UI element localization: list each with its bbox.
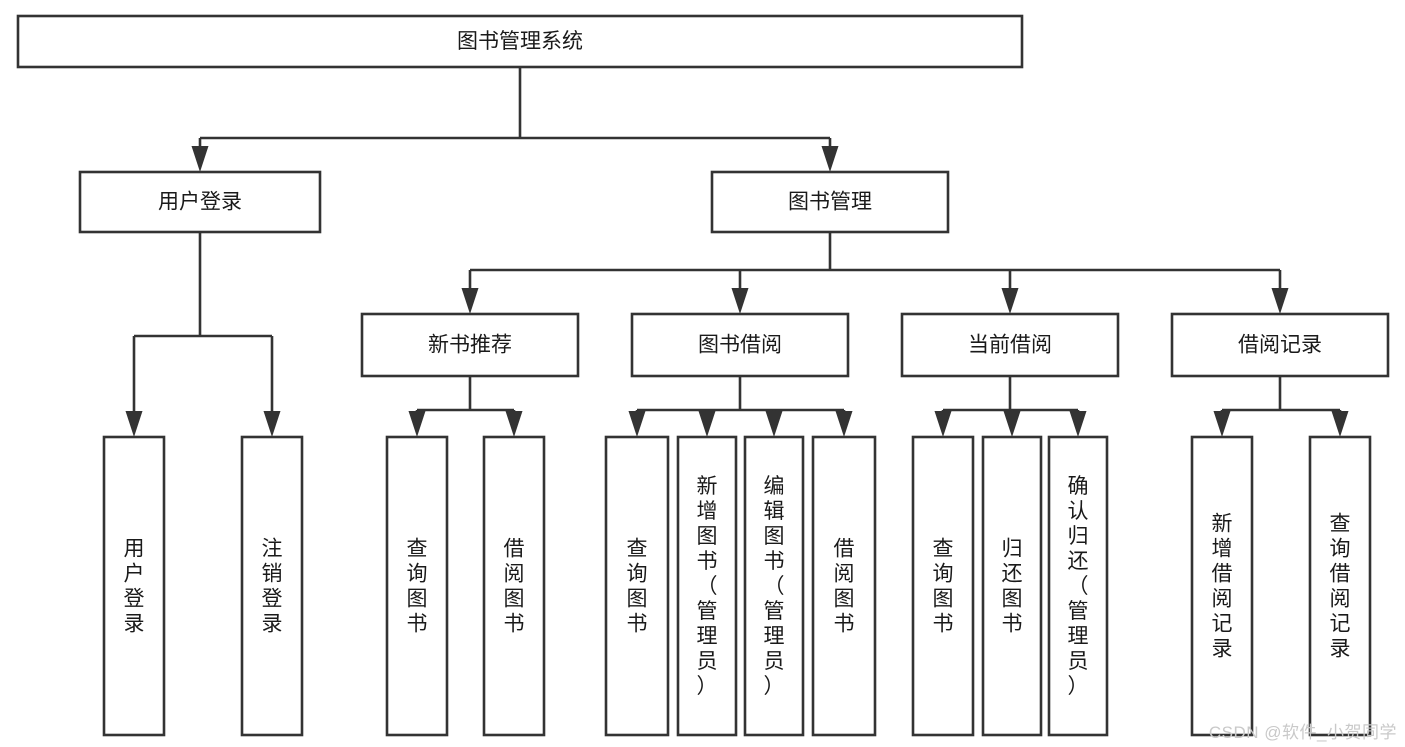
root-node[interactable]: 图书管理系统 — [16, 14, 1024, 69]
arrow-head-icon — [1069, 411, 1087, 437]
level2-node-1-box[interactable] — [710, 170, 950, 234]
connector-group — [628, 376, 853, 437]
arrow-head-icon — [835, 411, 853, 437]
level2-node-1[interactable]: 图书管理 — [710, 170, 950, 234]
leaf-node-10-label: 确认归还（管理员） — [1068, 475, 1089, 698]
level3-node-1-box[interactable] — [630, 312, 850, 378]
leaf-node-10[interactable]: 确认归还（管理员） — [1047, 435, 1109, 737]
leaf-node-4[interactable]: 查询图书 — [604, 435, 670, 737]
leaf-node-4-label: 查询图书 — [627, 538, 648, 636]
leaf-node-5-label: 新增图书（管理员） — [697, 475, 718, 698]
level3-node-1[interactable]: 图书借阅 — [630, 312, 850, 378]
level3-node-0-label: 新书推荐 — [428, 334, 512, 357]
arrow-head-icon — [263, 411, 281, 437]
arrow-head-icon — [698, 411, 716, 437]
connector-group — [461, 232, 1289, 314]
connector-group — [934, 376, 1087, 437]
root-node-box[interactable] — [16, 14, 1024, 69]
leaf-node-8[interactable]: 查询图书 — [911, 435, 975, 737]
leaf-node-1[interactable]: 注销登录 — [240, 435, 304, 737]
leaf-node-1-label: 注销登录 — [262, 538, 283, 636]
leaf-node-12-label: 查询借阅记录 — [1330, 513, 1351, 661]
leaf-node-8-label: 查询图书 — [933, 538, 954, 636]
arrow-head-icon — [1213, 411, 1231, 437]
leaf-node-0[interactable]: 用户登录 — [102, 435, 166, 737]
arrow-head-icon — [125, 411, 143, 437]
leaf-node-12[interactable]: 查询借阅记录 — [1308, 435, 1372, 737]
arrow-head-icon — [461, 288, 479, 314]
connector-group — [1213, 376, 1349, 437]
leaf-node-5[interactable]: 新增图书（管理员） — [676, 435, 738, 737]
node-layer: 图书管理系统用户登录图书管理新书推荐图书借阅当前借阅借阅记录用户登录注销登录查询… — [16, 14, 1390, 737]
connector-group — [125, 232, 281, 437]
arrow-head-icon — [1271, 288, 1289, 314]
leaf-node-7[interactable]: 借阅图书 — [811, 435, 877, 737]
leaf-node-7-label: 借阅图书 — [834, 538, 855, 636]
level3-node-2-box[interactable] — [900, 312, 1120, 378]
leaf-node-9[interactable]: 归还图书 — [981, 435, 1043, 737]
leaf-node-1-box[interactable] — [240, 435, 304, 737]
leaf-node-11-label: 新增借阅记录 — [1212, 513, 1233, 661]
connector-group — [191, 67, 839, 172]
arrow-head-icon — [628, 411, 646, 437]
leaf-node-9-box[interactable] — [981, 435, 1043, 737]
level2-node-0[interactable]: 用户登录 — [78, 170, 322, 234]
leaf-node-3[interactable]: 借阅图书 — [482, 435, 546, 737]
leaf-node-6-label: 编辑图书（管理员） — [764, 475, 785, 698]
leaf-node-11-box[interactable] — [1190, 435, 1254, 737]
arrow-head-icon — [934, 411, 952, 437]
arrow-head-icon — [1001, 288, 1019, 314]
leaf-node-8-box[interactable] — [911, 435, 975, 737]
level3-node-0-box[interactable] — [360, 312, 580, 378]
leaf-node-3-box[interactable] — [482, 435, 546, 737]
leaf-node-2-label: 查询图书 — [407, 538, 428, 636]
arrow-head-icon — [765, 411, 783, 437]
leaf-node-6[interactable]: 编辑图书（管理员） — [743, 435, 805, 737]
leaf-node-10-box[interactable] — [1047, 435, 1109, 737]
leaf-node-5-box[interactable] — [676, 435, 738, 737]
leaf-node-4-box[interactable] — [604, 435, 670, 737]
level3-node-2[interactable]: 当前借阅 — [900, 312, 1120, 378]
arrow-head-icon — [1331, 411, 1349, 437]
level3-node-3-label: 借阅记录 — [1238, 334, 1322, 357]
arrow-head-icon — [408, 411, 426, 437]
connector-group — [408, 376, 523, 437]
leaf-node-9-label: 归还图书 — [1002, 538, 1023, 636]
leaf-node-3-label: 借阅图书 — [504, 538, 525, 636]
connector-layer — [125, 67, 1349, 437]
level2-node-0-label: 用户登录 — [158, 191, 242, 214]
level3-node-3[interactable]: 借阅记录 — [1170, 312, 1390, 378]
level2-node-1-label: 图书管理 — [788, 191, 872, 214]
arrow-head-icon — [505, 411, 523, 437]
watermark-label: CSDN @软件_小贺同学 — [1208, 723, 1397, 742]
leaf-node-2-box[interactable] — [385, 435, 449, 737]
arrow-head-icon — [731, 288, 749, 314]
leaf-node-0-box[interactable] — [102, 435, 166, 737]
leaf-node-7-box[interactable] — [811, 435, 877, 737]
leaf-node-11[interactable]: 新增借阅记录 — [1190, 435, 1254, 737]
leaf-node-2[interactable]: 查询图书 — [385, 435, 449, 737]
leaf-node-12-box[interactable] — [1308, 435, 1372, 737]
level3-node-2-label: 当前借阅 — [968, 334, 1052, 357]
level3-node-3-box[interactable] — [1170, 312, 1390, 378]
arrow-head-icon — [1003, 411, 1021, 437]
arrow-head-icon — [821, 146, 839, 172]
root-node-label: 图书管理系统 — [457, 30, 583, 53]
level3-node-0[interactable]: 新书推荐 — [360, 312, 580, 378]
arrow-head-icon — [191, 146, 209, 172]
leaf-node-6-box[interactable] — [743, 435, 805, 737]
level3-node-1-label: 图书借阅 — [698, 334, 782, 357]
leaf-node-0-label: 用户登录 — [124, 538, 145, 636]
level2-node-0-box[interactable] — [78, 170, 322, 234]
